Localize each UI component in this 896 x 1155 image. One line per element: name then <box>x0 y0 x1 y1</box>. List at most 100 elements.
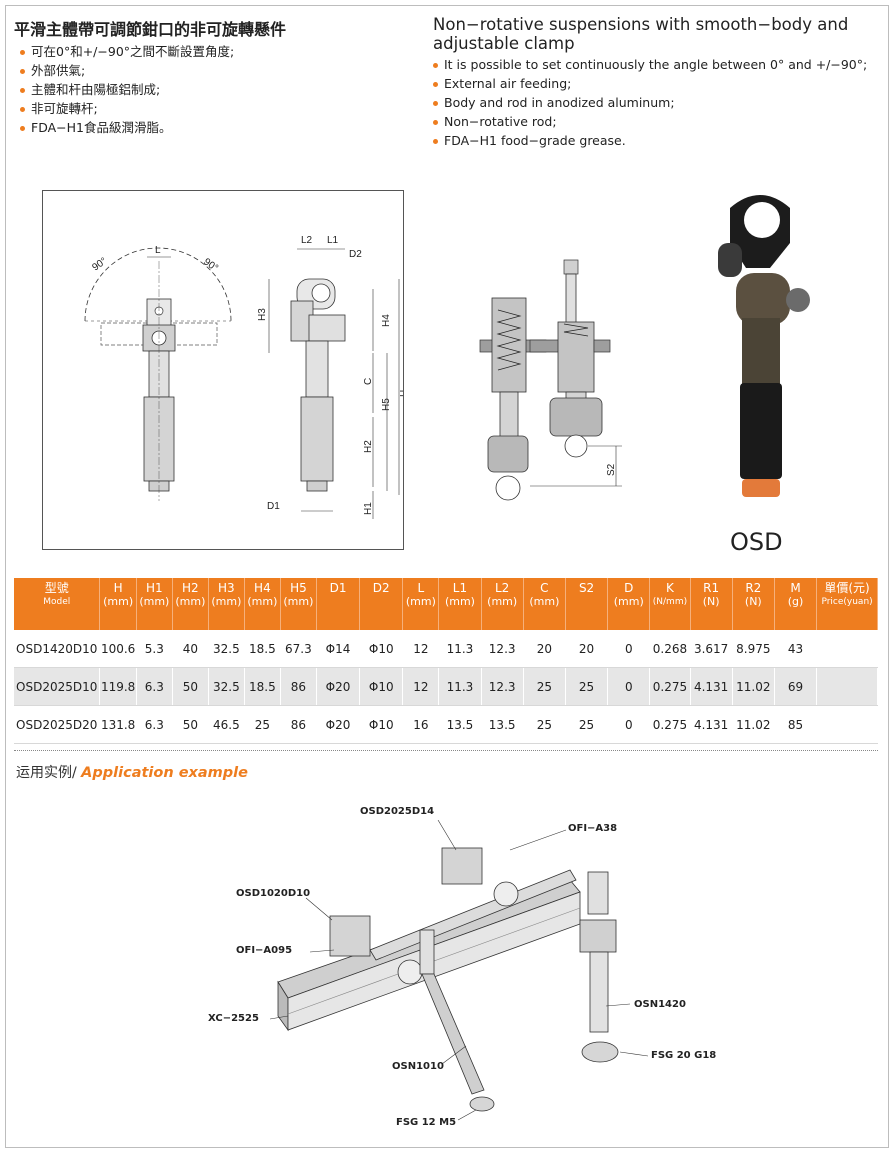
table-cell: 18.5 <box>244 667 281 706</box>
product-label: OSD <box>730 528 783 556</box>
column-header-unit: (mm) <box>487 595 518 608</box>
dim-S2: S2 <box>606 463 617 476</box>
bullet-zh: 非可旋轉杆; <box>20 99 234 118</box>
table-cell: 0 <box>607 667 651 706</box>
table-cell: 20 <box>523 630 566 668</box>
table-cell: Φ10 <box>359 705 404 744</box>
column-header: M(g) <box>774 578 818 630</box>
table-cell: 86 <box>280 667 317 706</box>
dim-H2: H2 <box>363 440 374 453</box>
table-cell: 12 <box>402 667 440 706</box>
bullets-en: It is possible to set continuously the a… <box>433 55 867 150</box>
column-header: D1 <box>316 578 361 630</box>
table-cell: 131.8 <box>99 705 137 744</box>
column-header-name: R1 <box>703 581 720 595</box>
table-cell: 12.3 <box>481 667 524 706</box>
column-header-name: C <box>540 581 549 595</box>
table-cell: 5.3 <box>136 630 173 668</box>
column-header: D2 <box>359 578 404 630</box>
dim-H1: H1 <box>363 502 374 515</box>
bullet-en: FDA−H1 food−grade grease. <box>433 131 867 150</box>
column-header: H1(mm) <box>136 578 173 630</box>
label-osd1020d10: OSD1020D10 <box>236 888 311 899</box>
table-cell <box>816 705 878 744</box>
column-header-name: H5 <box>290 581 307 595</box>
label-fsg12: FSG 12 M5 <box>396 1117 457 1128</box>
column-header-unit: Model <box>43 597 71 607</box>
dim-H5: H5 <box>381 398 392 411</box>
angle-right-label: 90° <box>201 256 220 274</box>
section-view-drawing: S2 <box>479 259 622 501</box>
column-header-unit: (mm) <box>405 595 436 608</box>
column-header-unit: (mm) <box>283 595 314 608</box>
label-fsg20: FSG 20 G18 <box>651 1050 717 1061</box>
table-cell: 11.3 <box>438 667 482 706</box>
model-cell: OSD2025D20 <box>14 705 101 744</box>
bullet-en: External air feeding; <box>433 74 867 93</box>
column-header: C(mm) <box>523 578 566 630</box>
angle-left-label: 90° <box>90 256 109 274</box>
label-osn1420: OSN1420 <box>634 999 686 1010</box>
table-cell: Φ14 <box>316 630 361 668</box>
table-cell: 46.5 <box>208 705 245 744</box>
application-drawing <box>270 820 649 1121</box>
table-cell: 32.5 <box>208 630 245 668</box>
column-header: 單價(元)Price(yuan) <box>816 578 878 630</box>
column-header: H5(mm) <box>280 578 317 630</box>
table-cell: 20 <box>565 630 609 668</box>
column-header: L2(mm) <box>481 578 524 630</box>
column-header-unit: (mm) <box>247 595 278 608</box>
application-title: 运用实例/ Application example <box>16 762 248 782</box>
bullet-en: It is possible to set continuously the a… <box>433 55 867 74</box>
column-header: R2(N) <box>732 578 775 630</box>
table-cell: 25 <box>523 667 566 706</box>
table-cell: Φ20 <box>316 667 361 706</box>
column-header: S2 <box>565 578 609 630</box>
dim-H4: H4 <box>381 314 392 327</box>
column-header-unit: (mm) <box>613 595 644 608</box>
table-cell: 32.5 <box>208 667 245 706</box>
label-xc-2525: XC−2525 <box>208 1013 259 1024</box>
column-header-name: L2 <box>495 581 510 595</box>
application-title-en: Application example <box>81 765 248 781</box>
bullet-zh: 可在0°和+/−90°之間不斷設置角度; <box>20 42 234 61</box>
table-cell: 12 <box>402 630 440 668</box>
column-header: 型號 Model <box>14 578 101 630</box>
table-cell: 4.131 <box>690 705 733 744</box>
table-cell: 50 <box>172 705 209 744</box>
table-cell: 3.617 <box>690 630 733 668</box>
column-header-unit: (g) <box>787 595 804 608</box>
bullet-zh: 主體和杆由陽極鋁制成; <box>20 80 234 99</box>
table-cell: 86 <box>280 705 317 744</box>
table-cell: 25 <box>523 705 566 744</box>
column-header-name: 單價(元) <box>824 581 870 595</box>
table-cell: 13.5 <box>438 705 482 744</box>
table-cell: 16 <box>402 705 440 744</box>
table-cell: 0 <box>607 630 651 668</box>
dim-D2: D2 <box>349 249 362 260</box>
product-photo <box>718 195 810 497</box>
column-header: K(N/mm) <box>649 578 691 630</box>
column-header: L(mm) <box>402 578 440 630</box>
table-cell: 12.3 <box>481 630 524 668</box>
column-header-name: H4 <box>254 581 271 595</box>
section-divider <box>14 750 878 751</box>
dim-L-front: L <box>155 245 161 256</box>
table-cell: 25 <box>244 705 281 744</box>
label-osn1010: OSN1010 <box>392 1061 444 1072</box>
column-header-name: H <box>113 581 123 595</box>
table-cell: 6.3 <box>136 667 173 706</box>
bullet-en: Body and rod in anodized aluminum; <box>433 93 867 112</box>
table-cell: 43 <box>774 630 818 668</box>
dim-L2: L2 <box>301 235 313 246</box>
title-en: Non−rotative suspensions with smooth−bod… <box>433 15 849 53</box>
table-cell: 11.02 <box>732 705 775 744</box>
bullet-zh: FDA−H1食品級潤滑脂。 <box>20 118 234 137</box>
table-cell: 119.8 <box>99 667 137 706</box>
column-header-name: 型號 <box>44 581 69 595</box>
column-header: L1(mm) <box>438 578 482 630</box>
dim-H3: H3 <box>257 308 268 321</box>
